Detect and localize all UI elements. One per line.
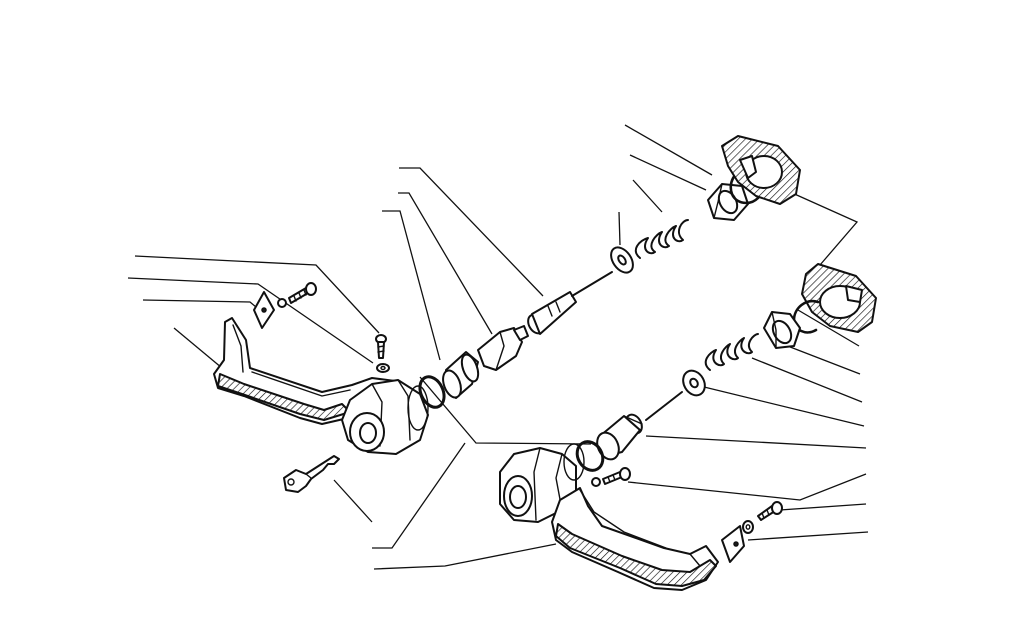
right-lock-cylinder-housing xyxy=(499,443,585,523)
left-cap-washer xyxy=(610,246,634,274)
leader-line xyxy=(398,192,493,335)
leader-line xyxy=(142,299,263,313)
right-screw-lower xyxy=(757,501,783,521)
leader-line xyxy=(134,255,380,334)
right-plunger xyxy=(596,391,683,461)
leader-line xyxy=(624,124,713,176)
leader-line xyxy=(382,210,441,361)
leader-line xyxy=(784,344,861,375)
leader-line xyxy=(797,309,860,347)
leader-line xyxy=(372,442,466,549)
left-lock-cylinder-housing xyxy=(341,379,429,455)
right-washer xyxy=(742,520,754,534)
leader-line xyxy=(618,211,621,246)
right-screw xyxy=(591,467,631,487)
leader-line xyxy=(789,191,859,266)
leader-line xyxy=(127,277,374,364)
left-screw-lower xyxy=(375,334,387,359)
leader-line xyxy=(779,503,867,511)
left-key xyxy=(283,455,340,493)
leader-line xyxy=(419,376,592,445)
leader-line xyxy=(629,154,707,191)
left-nut xyxy=(707,183,749,221)
leader-line xyxy=(373,543,557,570)
leader-line xyxy=(699,385,865,427)
right-handle xyxy=(551,487,719,591)
right-spring xyxy=(704,333,759,371)
right-cap-washer xyxy=(682,369,706,397)
left-spring xyxy=(634,219,689,259)
leader-line xyxy=(747,531,869,541)
right-bracket xyxy=(721,525,745,563)
left-o-ring xyxy=(418,375,446,409)
left-bushing xyxy=(442,351,480,399)
right-o-ring xyxy=(575,440,605,472)
leader-line xyxy=(632,179,663,213)
right-gasket xyxy=(801,263,877,333)
left-plunger xyxy=(527,271,613,335)
left-washer xyxy=(376,363,390,373)
leader-line xyxy=(751,357,863,403)
leader-line xyxy=(173,327,223,369)
leader-lines xyxy=(127,124,869,570)
left-lock-core xyxy=(477,325,529,371)
leader-line xyxy=(627,473,867,501)
left-bracket xyxy=(253,291,275,329)
left-gasket xyxy=(721,135,801,205)
leader-line xyxy=(333,479,373,523)
leader-line xyxy=(399,167,544,297)
left-screw-upper xyxy=(277,282,317,308)
right-nut xyxy=(763,311,801,349)
leader-line xyxy=(645,435,867,449)
